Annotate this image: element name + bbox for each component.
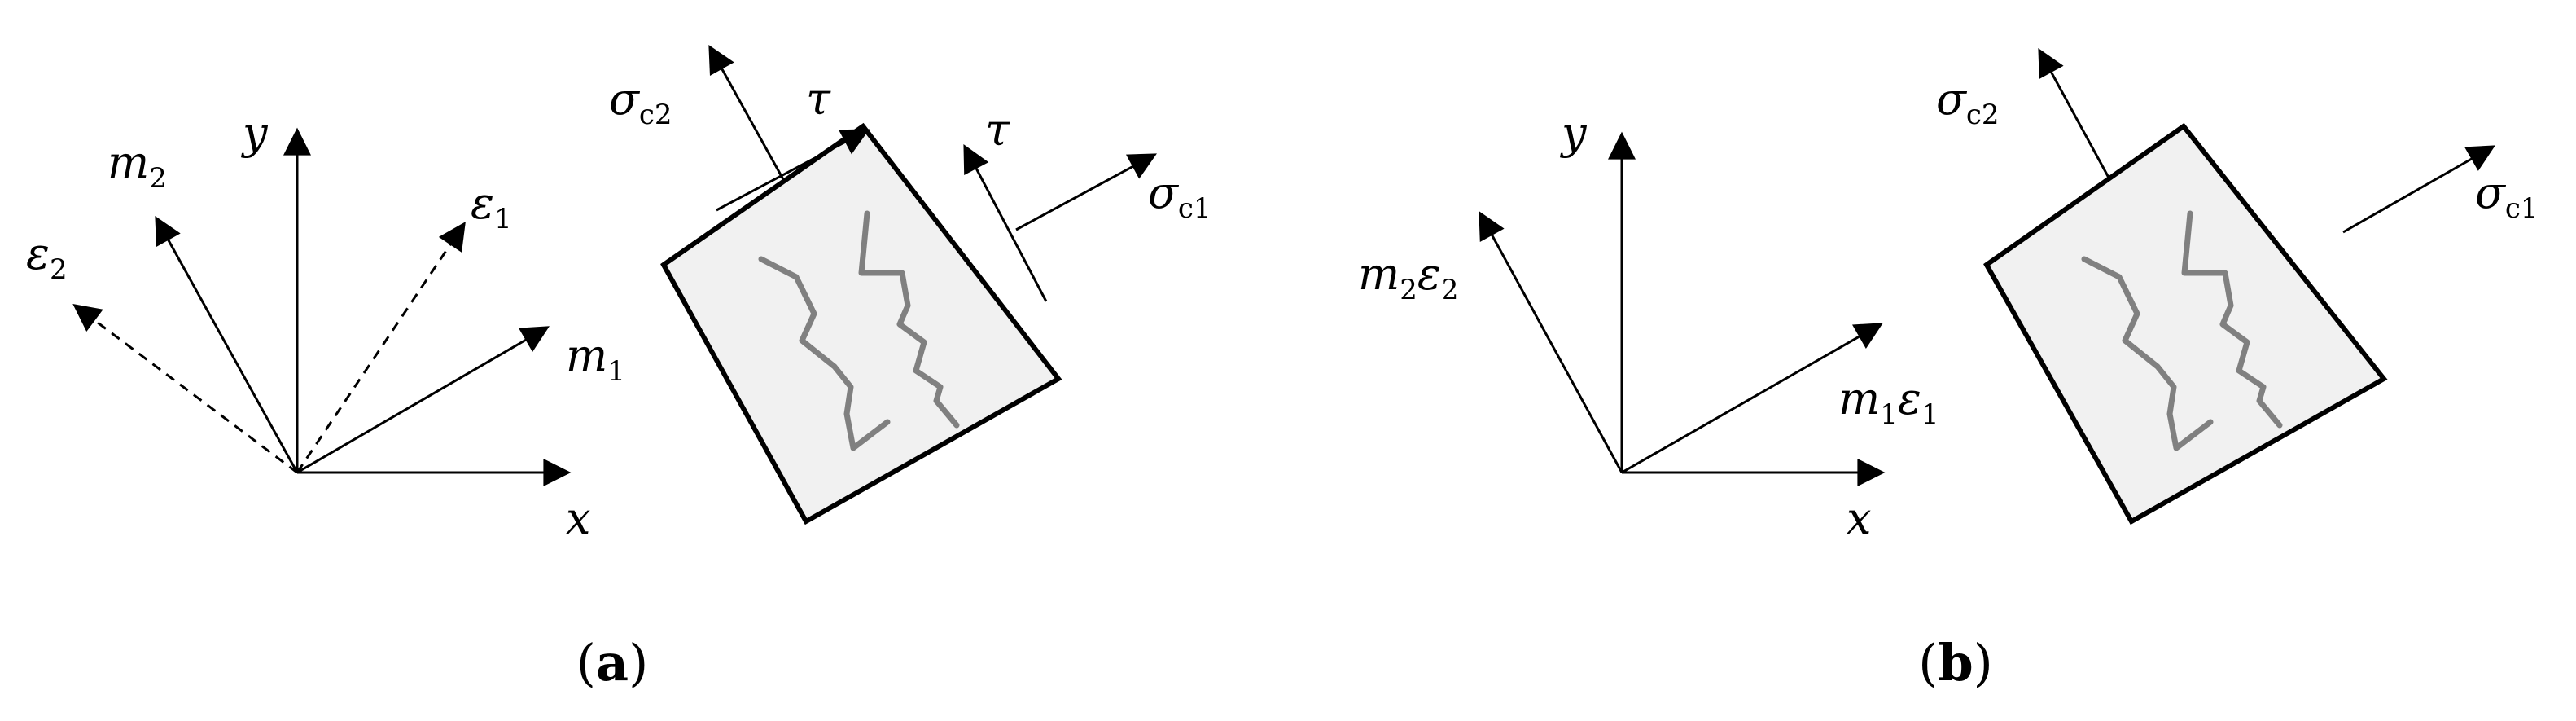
e2-axis-a — [72, 303, 298, 474]
tau-right-label-a: τ — [985, 104, 1010, 156]
m1e1-axis-b — [1621, 323, 1883, 474]
crack-left-b — [2081, 256, 2214, 451]
sigma-c1-arrow-a — [1015, 153, 1157, 231]
sigma-c1-label-b: σc1 — [2475, 167, 2539, 225]
m1-label-a: m1 — [566, 330, 625, 388]
concrete-element-a — [660, 122, 1062, 525]
crack-left-a — [758, 256, 891, 451]
crack-right-a — [858, 210, 960, 429]
m2-axis-a — [155, 216, 299, 473]
sigma-c2-arrow-a — [708, 45, 786, 182]
y-label-a: y — [241, 108, 269, 159]
y-label-b: y — [1560, 108, 1588, 159]
panel-a: x y m1 m2 ε1 ε2 σc2 σc1 τ τ (a) — [26, 45, 1211, 692]
m1-axis-a — [296, 326, 550, 474]
x-label-a: x — [566, 493, 590, 544]
caption-b: (b) — [1918, 633, 1993, 692]
tau-top-arrow-a — [716, 129, 870, 212]
axes-a — [72, 127, 572, 486]
caption-a: (a) — [576, 633, 649, 692]
stress-arrows-b — [2038, 48, 2495, 234]
e2-label-a: ε2 — [26, 228, 68, 286]
m2e2-axis-b — [1479, 211, 1623, 473]
axes-b — [1479, 131, 1886, 486]
stress-arrows-a — [708, 45, 1157, 302]
tau-right-arrow-a — [963, 143, 1048, 302]
concrete-element-b — [1983, 122, 2388, 525]
x-label-b: x — [1847, 493, 1871, 544]
m1e1-label-b: m1ε1 — [1838, 373, 1939, 431]
crack-right-b — [2181, 210, 2283, 429]
sigma-c1-label-a: σc1 — [1148, 167, 1211, 225]
e1-axis-a — [296, 222, 466, 473]
panel-b: x y m1ε1 m2ε2 σc2 σc1 (b) — [1358, 48, 2539, 692]
sigma-c2-label-b: σc2 — [1936, 73, 2000, 131]
sigma-c2-label-a: σc2 — [609, 73, 672, 131]
cracks-b — [2081, 210, 2283, 451]
e1-label-a: ε1 — [471, 178, 512, 235]
cracks-a — [758, 210, 960, 451]
m2e2-label-b: m2ε2 — [1358, 248, 1458, 306]
m2-label-a: m2 — [107, 137, 167, 195]
sigma-c1-arrow-b — [2342, 145, 2495, 234]
tau-top-label-a: τ — [806, 73, 831, 125]
sigma-c2-arrow-b — [2038, 48, 2110, 178]
